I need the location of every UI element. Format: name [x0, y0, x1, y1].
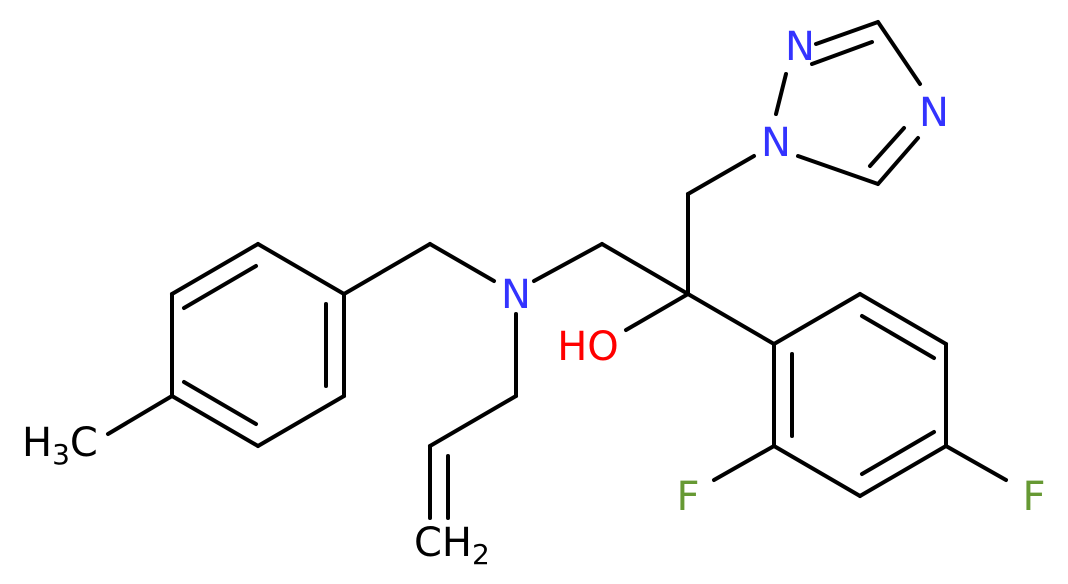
bond — [106, 394, 174, 436]
bond — [860, 314, 936, 360]
bond — [532, 242, 604, 283]
bond — [428, 394, 518, 448]
atom-label-fluorine-ortho: F — [676, 474, 699, 520]
bond — [772, 292, 862, 346]
bond — [182, 264, 258, 310]
bond — [868, 126, 906, 168]
bond — [860, 430, 936, 476]
methyl-subscript: 3 — [52, 438, 70, 471]
vinyl-ch: CH — [414, 520, 472, 566]
bond — [774, 72, 788, 116]
bond — [600, 242, 690, 296]
atom-label-vinyl-ch2: CH2 — [414, 520, 490, 571]
atom-label-methyl: H3C — [22, 420, 98, 471]
bond — [712, 444, 776, 482]
methyl-h: H — [22, 420, 52, 466]
bond — [858, 292, 948, 346]
bond — [944, 444, 1008, 482]
bond — [810, 40, 874, 66]
bond — [876, 136, 920, 186]
bond — [772, 444, 862, 498]
bond — [182, 380, 258, 426]
bond — [686, 154, 756, 196]
bond-layer — [106, 20, 1008, 520]
bond — [342, 242, 432, 296]
bond — [256, 242, 346, 296]
atom-label-fluorine-para: F — [1022, 474, 1045, 520]
bond — [428, 242, 496, 283]
methyl-c: C — [70, 420, 98, 466]
bond — [796, 154, 880, 186]
bond — [876, 20, 922, 86]
bond — [170, 242, 260, 296]
atom-label-triazole-n2: N — [785, 24, 815, 70]
atom-label-amine-n: N — [501, 272, 531, 318]
bond — [858, 444, 948, 498]
atom-label-layer: N N N N HO F F H3C CH2 — [22, 24, 1046, 571]
bond — [686, 292, 776, 346]
atom-label-triazole-n1: N — [761, 120, 791, 166]
vinyl-subscript: 2 — [472, 538, 490, 571]
bond — [256, 394, 346, 448]
bond — [814, 20, 880, 46]
bond — [624, 292, 690, 332]
atom-label-hydroxyl: HO — [557, 324, 619, 370]
atom-label-triazole-n4: N — [919, 90, 949, 136]
bond — [170, 394, 260, 448]
